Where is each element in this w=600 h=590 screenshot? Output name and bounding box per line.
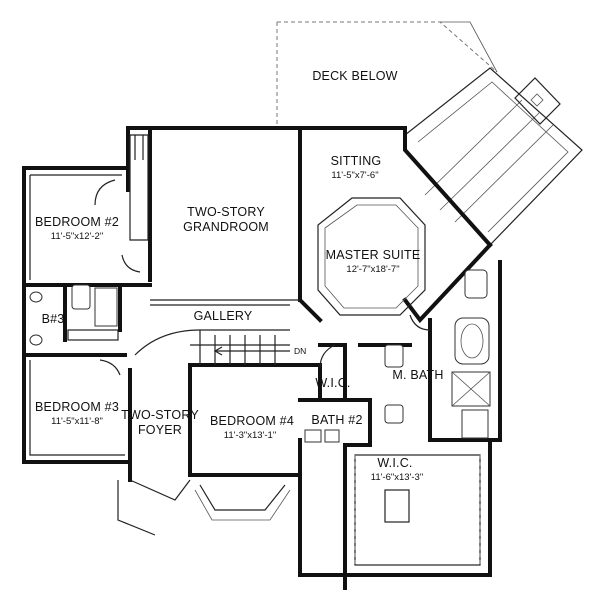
master-suite-label: MASTER SUITE [326, 248, 421, 262]
bedroom3-dims: 11'-5"x11'-8" [51, 416, 103, 427]
stair-down-arrow: DN [213, 346, 306, 356]
grandroom-label-2: GRANDROOM [183, 220, 269, 234]
bathtub-icon [94, 287, 118, 327]
bedroom2-label: BEDROOM #2 [35, 215, 119, 229]
foyer-label-2: FOYER [138, 423, 182, 437]
bedroom4-label: BEDROOM #4 [210, 414, 294, 428]
wic-large-label: W.I.C. [377, 456, 412, 470]
sink-icon-2 [29, 334, 43, 346]
sitting-label: SITTING [331, 154, 382, 168]
bath2-label: BATH #2 [311, 413, 362, 427]
bedroom4-dims: 11'-3"x13'-1" [224, 430, 276, 441]
master-tub-icon [454, 317, 490, 365]
deck-outline [276, 21, 498, 128]
master-bath-label: M. BATH [392, 368, 443, 382]
stair-dn-label: DN [294, 346, 306, 356]
bath2-sink-icon [304, 429, 322, 443]
bedroom2-dims: 11'-5"x12'-2" [51, 231, 103, 242]
gallery-label: GALLERY [194, 309, 253, 323]
interior-details [29, 134, 491, 566]
bedroom3-label: BEDROOM #3 [35, 400, 119, 414]
grandroom-label-1: TWO-STORY [187, 205, 265, 219]
walls [22, 126, 502, 590]
b3-label: B#3 [42, 312, 65, 326]
deck-label: DECK BELOW [312, 69, 397, 83]
master-suite-dims: 12'-7"x18'-7" [346, 264, 399, 275]
foyer-label-1: TWO-STORY [121, 408, 199, 422]
wic-small-label: W.I.C. [315, 376, 350, 390]
toilet-icon [71, 284, 91, 310]
chimney-icon [514, 77, 561, 125]
sitting-dims: 11'-5"x7'-6" [331, 170, 378, 181]
sink-icon [29, 291, 43, 303]
roof-bay [404, 67, 583, 246]
mbath-toilet-icon [384, 344, 404, 368]
wic-large-dims: 11'-6"x13'-3" [371, 472, 423, 483]
